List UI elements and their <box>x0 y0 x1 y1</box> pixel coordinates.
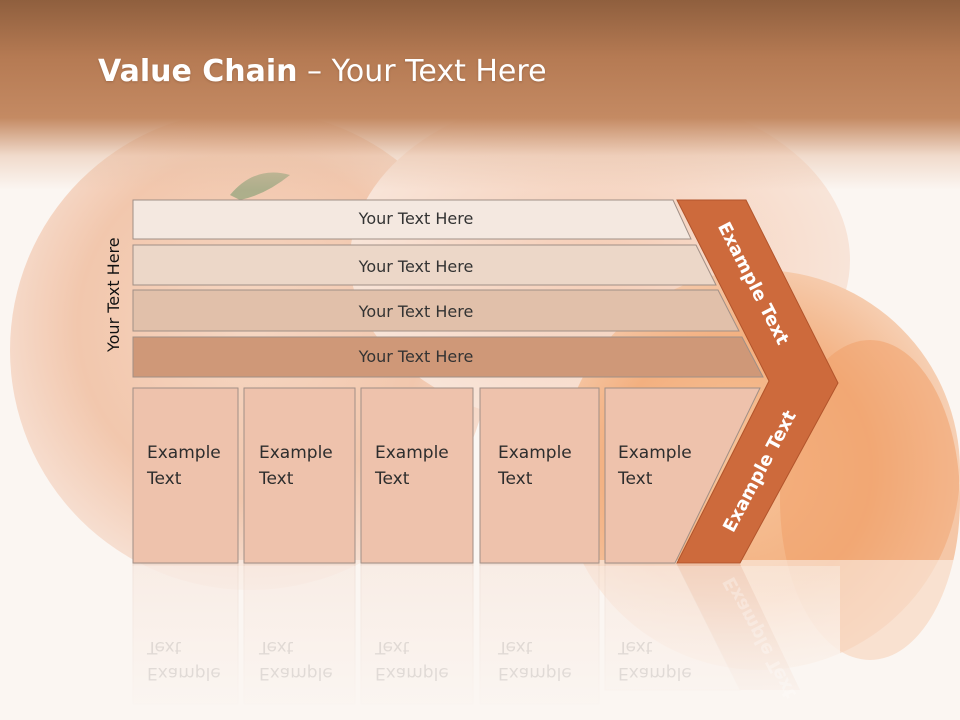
column-5-refl-line1: Example <box>618 663 692 683</box>
row-label-3: Your Text Here <box>358 302 474 321</box>
column-4-refl-line1: Example <box>498 663 572 683</box>
column-5-line2: Text <box>618 469 653 489</box>
row-bar-3 <box>132 289 740 332</box>
column-box-5 <box>604 387 761 564</box>
title-rest: – Your Text Here <box>297 54 547 89</box>
column-box-1 <box>132 387 239 564</box>
column-box-3 <box>360 387 474 564</box>
page-title: Value Chain – Your Text Here <box>98 54 547 89</box>
column-4-refl-line2: Text <box>498 637 533 657</box>
row-label-4: Your Text Here <box>358 347 474 366</box>
column-label-reflection-3: Example Text <box>375 634 470 686</box>
column-1-refl-line1: Example <box>147 663 221 683</box>
column-3-line1: Example <box>375 443 449 463</box>
column-label-reflection-4: Example Text <box>498 634 593 686</box>
column-label-reflection-2: Example Text <box>259 634 354 686</box>
column-box-2 <box>243 387 356 564</box>
column-2-refl-line2: Text <box>259 637 294 657</box>
column-3-refl-line2: Text <box>375 637 410 657</box>
column-5-refl-line2: Text <box>618 637 653 657</box>
column-box-4 <box>479 387 600 564</box>
column-label-reflection-5: Example Text <box>618 634 713 686</box>
column-2-refl-line1: Example <box>259 663 333 683</box>
column-1-line2: Text <box>147 469 182 489</box>
row-bar-1 <box>132 199 692 240</box>
column-3-line2: Text <box>375 469 410 489</box>
column-1-line1: Example <box>147 443 221 463</box>
column-4-line2: Text <box>498 469 533 489</box>
column-5-line1: Example <box>618 443 692 463</box>
column-2-line1: Example <box>259 443 333 463</box>
row-label-1: Your Text Here <box>358 209 474 228</box>
header-band <box>0 0 960 190</box>
column-3-refl-line1: Example <box>375 663 449 683</box>
chevron-arrow <box>676 199 839 564</box>
column-label-reflection-1: Example Text <box>147 634 242 686</box>
column-2-line2: Text <box>259 469 294 489</box>
title-bold: Value Chain <box>98 54 298 89</box>
row-bar-2 <box>132 244 717 286</box>
column-1-refl-line2: Text <box>147 637 182 657</box>
row-label-2: Your Text Here <box>358 257 474 276</box>
column-4-line1: Example <box>498 443 572 463</box>
row-bar-4 <box>132 336 764 378</box>
